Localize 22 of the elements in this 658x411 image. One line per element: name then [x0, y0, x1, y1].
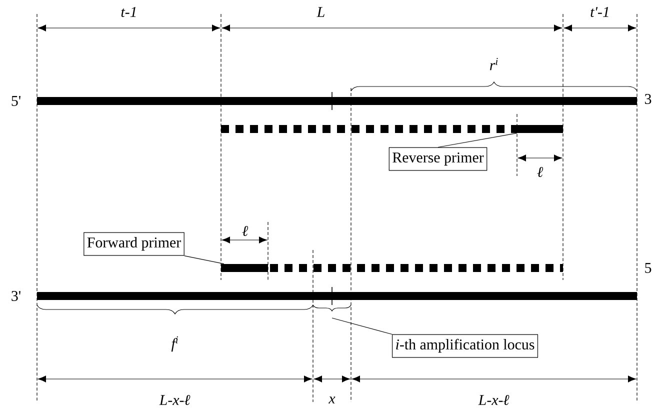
dimension-label: t'-1 [590, 7, 608, 17]
dimension-label: 5' [12, 96, 20, 106]
callout-box: Forward primer [84, 232, 184, 256]
callout-box: i-th amplification locus [392, 334, 538, 358]
leader-line [438, 132, 518, 148]
dimension-label: ℓ [537, 166, 544, 178]
dimension-label: f$^{i}$ [171, 336, 178, 352]
dimension-label: L [316, 7, 324, 17]
dimension-label: r$^{i}$ [490, 58, 498, 70]
dimension-label: 5 [645, 263, 652, 273]
leader-line [332, 318, 392, 335]
dimension-label: L-x-ℓ [478, 394, 510, 406]
primer-bar [221, 264, 268, 272]
dimension-label: 3 [645, 94, 652, 104]
dimension-label: t-1 [121, 7, 136, 17]
dimension-label: L-x-ℓ [159, 394, 190, 406]
callout-box: Reverse primer [388, 147, 488, 171]
dimension-label: ℓ [242, 226, 248, 236]
primer-bar [517, 125, 563, 133]
dimension-label: 3' [12, 291, 20, 302]
leader-line [184, 255, 224, 264]
dimension-label: x [328, 396, 336, 404]
